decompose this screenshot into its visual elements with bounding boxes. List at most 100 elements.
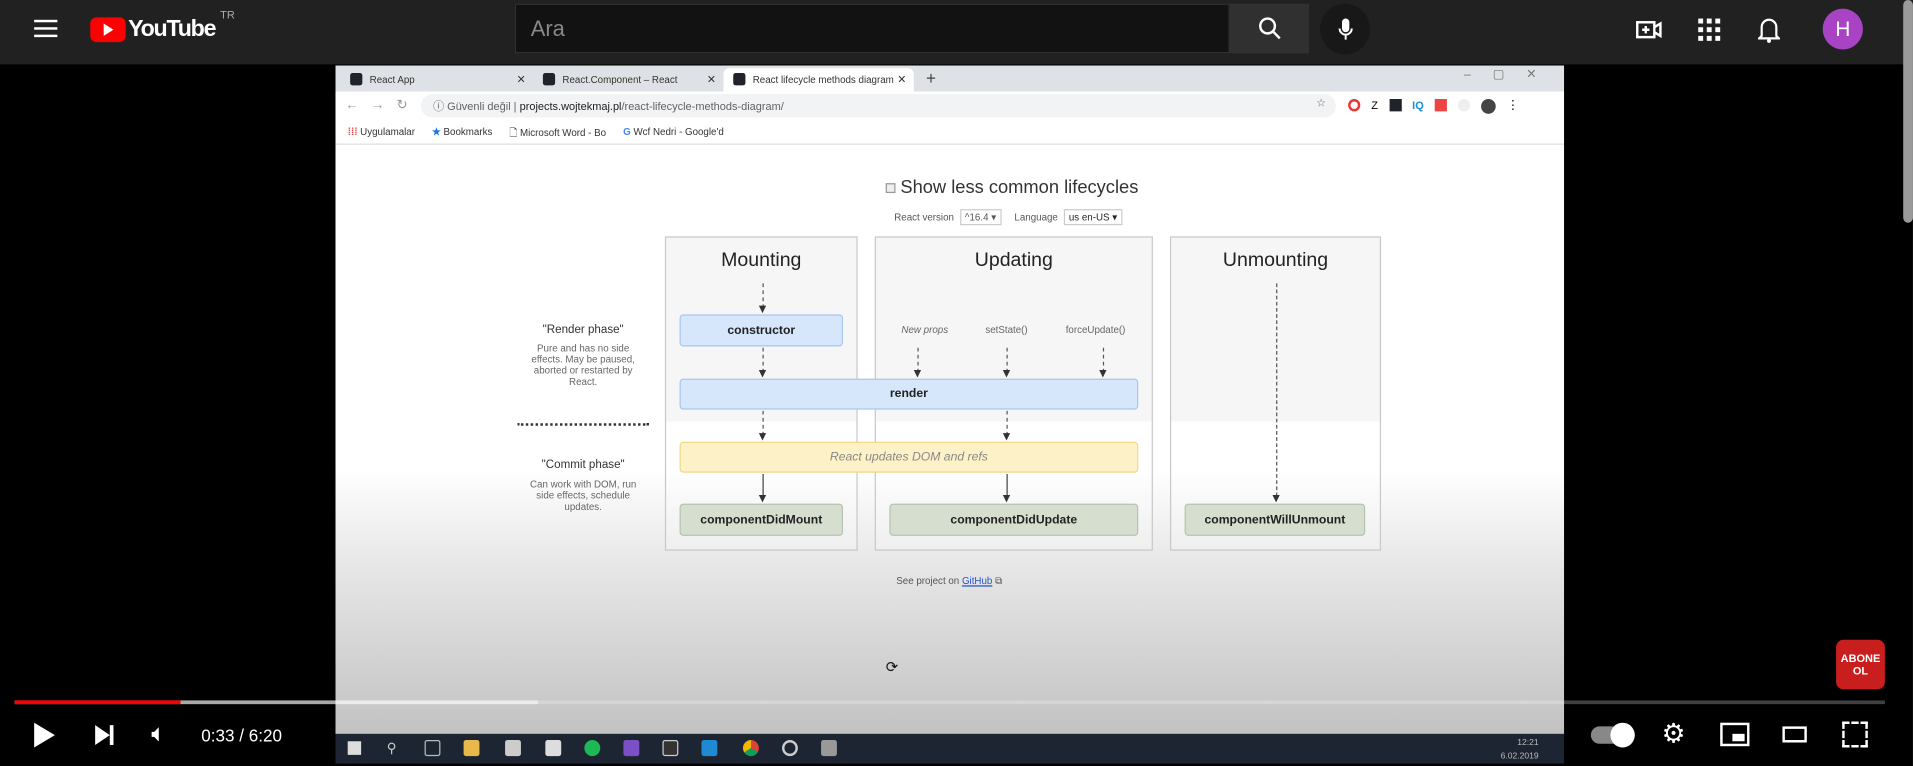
arrow-head-icon — [913, 370, 922, 378]
theater-mode-button[interactable] — [1782, 726, 1807, 743]
task-view-icon[interactable] — [424, 740, 441, 757]
autoplay-toggle[interactable] — [1590, 722, 1635, 748]
box-label: componentWillUnmount — [1204, 512, 1346, 527]
terminal-icon[interactable] — [662, 740, 679, 757]
arrow-line — [1006, 347, 1008, 373]
react-favicon-icon — [350, 73, 363, 86]
bookmark-list: ⁞⁞⁞ Uygulamalar ★ Bookmarks 🗋 Microsoft … — [348, 126, 724, 143]
arrow-head-icon — [758, 433, 767, 441]
buffered-bar — [14, 700, 539, 705]
arrow-head-icon — [1099, 370, 1107, 378]
tab-react-app[interactable]: React App✕ — [340, 68, 533, 92]
spotify-icon[interactable] — [584, 740, 601, 757]
box-label: componentDidMount — [700, 512, 823, 527]
progress-bar[interactable] — [14, 700, 1885, 705]
arrow-head-icon — [758, 305, 767, 314]
component-did-mount-box: componentDidMount — [679, 503, 844, 536]
box-label: componentDidUpdate — [950, 512, 1078, 527]
url-path: /react-lifecycle-methods-diagram/ — [621, 100, 784, 113]
security-label: Güvenli değil — [447, 100, 511, 113]
video-frame-browser[interactable]: React App✕ React.Component – React✕ Reac… — [335, 65, 1565, 734]
miniplayer-button[interactable] — [1720, 722, 1750, 747]
notifications-bell-icon[interactable] — [1757, 16, 1781, 43]
vscode-icon[interactable] — [701, 740, 718, 757]
microphone-icon — [1337, 17, 1353, 39]
react-version-select[interactable]: ^16.4 ▾ — [960, 209, 1002, 226]
store-icon[interactable] — [505, 740, 521, 757]
language-label: Language — [1014, 211, 1058, 223]
render-phase-desc: Pure and has no side effects. May be pau… — [531, 342, 635, 388]
column-title: Updating — [974, 249, 1053, 272]
time-display: 0:33 / 6:20 — [201, 725, 283, 745]
windows-start-icon[interactable] — [347, 741, 362, 755]
component-did-update-box: componentDidUpdate — [889, 503, 1139, 536]
apps-grid-icon[interactable] — [1698, 18, 1721, 41]
tab-lifecycle-diagram[interactable]: React lifecycle methods diagram✕ — [723, 68, 914, 92]
show-less-common-toggle[interactable]: Show less common lifecycles — [885, 177, 1138, 198]
search-button[interactable] — [1229, 3, 1310, 54]
box-label: React updates DOM and refs — [829, 450, 988, 465]
bookmarks-bar: ⁞⁞⁞ Uygulamalar ★ Bookmarks 🗋 Microsoft … — [335, 121, 1565, 145]
new-tab-icon[interactable]: + — [925, 68, 936, 88]
page-scrollbar[interactable] — [1903, 0, 1913, 223]
logo-text: YouTube — [128, 16, 216, 43]
chrome-icon[interactable] — [742, 740, 759, 757]
camtasia-icon[interactable] — [821, 740, 837, 757]
subscribe-badge[interactable]: ABONE OL — [1836, 639, 1885, 690]
voice-search-button[interactable] — [1320, 3, 1371, 55]
next-button[interactable] — [95, 725, 114, 745]
bookmark-google[interactable]: G Wcf Nedri - Google'd — [623, 126, 724, 138]
column-title: Unmounting — [1222, 249, 1329, 272]
youtube-header: YouTube TR Ara H — [0, 0, 1913, 65]
checkbox[interactable] — [885, 182, 896, 193]
bookmark-label: Uygulamalar — [360, 126, 415, 138]
tab-react-component[interactable]: React.Component – React✕ — [533, 68, 723, 92]
arrow-line — [762, 347, 764, 373]
settings-gear-icon[interactable]: ⚙ — [1661, 717, 1686, 749]
footer-github: See project on GitHub ⧉ — [848, 575, 1051, 587]
address-bar[interactable]: ⓘ Güvenli değil | projects.wojtekmaj.pl/… — [420, 94, 1336, 118]
trigger-force-update: forceUpdate() — [1065, 324, 1126, 336]
language-select[interactable]: us en-US ▾ — [1063, 209, 1123, 226]
menu-icon[interactable] — [32, 17, 59, 39]
version-language-row: React version ^16.4 ▾ Language us en-US … — [894, 209, 1123, 226]
play-button[interactable] — [34, 722, 55, 748]
fullscreen-button[interactable] — [1842, 721, 1868, 748]
bookmark-label: Microsoft Word - Bo — [519, 127, 607, 139]
maps-icon[interactable] — [782, 740, 798, 757]
bookmark-star-icon[interactable]: ☆ — [1316, 96, 1327, 109]
trigger-set-state: setState() — [985, 324, 1028, 336]
visual-studio-icon[interactable] — [623, 740, 640, 757]
arrow-head-icon — [758, 494, 767, 503]
youtube-logo[interactable]: YouTube TR — [90, 9, 235, 43]
arrow-head-icon — [1002, 370, 1011, 378]
box-label: render — [889, 387, 928, 401]
clock-date: 6.02.2019 — [1500, 752, 1539, 762]
bookmark-label: Bookmarks — [443, 126, 493, 138]
create-video-icon[interactable] — [1636, 17, 1663, 42]
subscribe-badge-text: ABONE OL — [1840, 652, 1881, 677]
search-input[interactable]: Ara — [514, 3, 1230, 54]
close-tab-icon[interactable]: ✕ — [706, 73, 717, 86]
bookmark-bookmarks[interactable]: ★ Bookmarks — [432, 126, 493, 138]
bookmark-apps[interactable]: ⁞⁞⁞ Uygulamalar — [347, 126, 415, 138]
close-tab-icon[interactable]: ✕ — [897, 73, 907, 86]
avatar[interactable]: H — [1822, 8, 1863, 50]
trigger-new-props: New props — [901, 324, 949, 336]
url-host: projects.wojtekmaj.pl — [519, 100, 622, 113]
avatar-letter: H — [1835, 16, 1851, 41]
browser-tab-strip: React App✕ React.Component – React✕ Reac… — [335, 65, 1565, 92]
file-explorer-icon[interactable] — [463, 740, 480, 757]
github-link[interactable]: GitHub — [961, 575, 993, 587]
bookmark-word[interactable]: 🗋 Microsoft Word - Bo — [509, 127, 607, 139]
mail-icon[interactable] — [545, 740, 562, 757]
window-controls-icon[interactable]: –▢✕ — [1464, 68, 1559, 82]
arrow-line — [917, 347, 919, 373]
nav-buttons-icon[interactable]: ←→↻ — [345, 97, 420, 113]
volume-icon[interactable]: 🔈︎ — [151, 720, 166, 748]
search-icon[interactable]: ⚲ — [386, 741, 397, 757]
close-tab-icon[interactable]: ✕ — [516, 73, 526, 86]
